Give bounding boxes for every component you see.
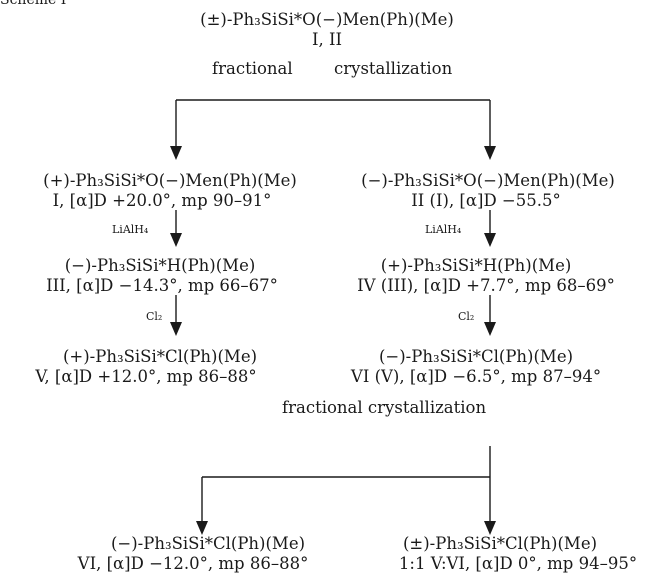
- left-compound-3-name: (+)-Ph₃SiSi*Cl(Ph)(Me): [62, 347, 258, 366]
- left-reagent-2: Cl₂: [146, 310, 163, 323]
- bottom-right-compound-data: 1:1 V:VI, [α]D 0°, mp 94–95°: [398, 554, 638, 573]
- right-compound-1-data: II (I), [α]D −55.5°: [411, 191, 561, 210]
- right-compound-1-name: (−)-Ph₃SiSi*O(−)Men(Ph)(Me): [361, 171, 615, 190]
- left-compound-1-name: (+)-Ph₃SiSi*O(−)Men(Ph)(Me): [43, 171, 297, 190]
- right-compound-3-name: (−)-Ph₃SiSi*Cl(Ph)(Me): [378, 347, 574, 366]
- step2-label: fractional crystallization: [282, 398, 487, 417]
- left-reagent-1: LiAlH₄: [112, 223, 149, 236]
- left-compound-3-data: V, [α]D +12.0°, mp 86–88°: [35, 367, 257, 386]
- right-reagent-1: LiAlH₄: [425, 223, 462, 236]
- left-compound-2-name: (−)-Ph₃SiSi*H(Ph)(Me): [64, 256, 256, 275]
- right-compound-3-data: VI (V), [α]D −6.5°, mp 87–94°: [350, 367, 602, 386]
- arrowhead-right-3: [484, 322, 496, 336]
- arrowhead-right-2: [484, 233, 496, 247]
- left-compound-2-data: III, [α]D −14.3°, mp 66–67°: [46, 276, 278, 295]
- start-compound: (±)-Ph₃SiSi*O(−)Men(Ph)(Me): [200, 10, 454, 29]
- right-compound-2-data: IV (III), [α]D +7.7°, mp 68–69°: [357, 276, 615, 295]
- scheme-label: Scheme I: [0, 0, 67, 8]
- start-compound-ids: I, II: [311, 30, 343, 49]
- step1-label-fractional: fractional: [212, 59, 293, 78]
- bottom-left-compound-data: VI, [α]D −12.0°, mp 86–88°: [77, 554, 309, 573]
- arrowhead-left-2: [170, 233, 182, 247]
- arrowhead-right-4: [484, 521, 496, 535]
- right-compound-2-name: (+)-Ph₃SiSi*H(Ph)(Me): [380, 256, 572, 275]
- arrowhead-left-4: [196, 521, 208, 535]
- arrowhead-left-3: [170, 322, 182, 336]
- arrowhead-left-1: [170, 146, 182, 160]
- bottom-right-compound-name: (±)-Ph₃SiSi*Cl(Ph)(Me): [402, 534, 598, 553]
- right-reagent-2: Cl₂: [458, 310, 475, 323]
- left-compound-1-data: I, [α]D +20.0°, mp 90–91°: [52, 191, 272, 210]
- bottom-left-compound-name: (−)-Ph₃SiSi*Cl(Ph)(Me): [110, 534, 306, 553]
- arrowhead-right-1: [484, 146, 496, 160]
- step1-label-crystallization: crystallization: [334, 59, 453, 78]
